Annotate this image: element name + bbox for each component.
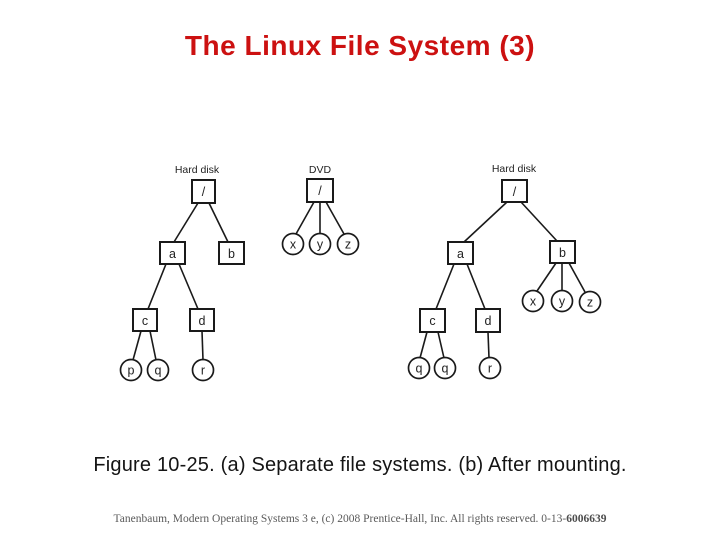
edge-d-r <box>487 331 490 359</box>
node-y-circle <box>550 289 574 313</box>
edge-a-c <box>147 263 167 310</box>
node-d-label: d <box>485 314 492 328</box>
figure-caption: Figure 10-25. (a) Separate file systems.… <box>93 454 627 476</box>
edge-b-z <box>568 262 586 293</box>
node-y-label: y <box>317 238 324 252</box>
edge-c-p <box>132 330 142 361</box>
node-c-box <box>132 308 158 332</box>
edge-a-c <box>435 263 455 310</box>
node-root-box <box>306 178 334 203</box>
node-b-box <box>218 241 245 265</box>
node-q1-label: q <box>416 362 423 376</box>
edge-root-b <box>208 202 229 243</box>
node-root-box <box>191 179 216 204</box>
node-c-box <box>419 308 446 333</box>
edge-root-x <box>295 201 315 235</box>
node-x-circle <box>281 232 305 256</box>
node-b-box <box>549 240 576 264</box>
edge-root-a <box>463 201 508 243</box>
node-a-box <box>159 241 186 265</box>
node-a-box <box>447 241 474 265</box>
node-y-circle <box>308 232 332 256</box>
node-r-label: r <box>488 362 492 376</box>
node-c-label: c <box>142 314 148 328</box>
edge-c-q <box>149 330 157 361</box>
node-root-label: / <box>513 185 517 199</box>
node-z-circle <box>336 232 360 256</box>
node-r-circle <box>478 356 502 380</box>
node-q2-circle <box>433 356 457 380</box>
edge-c-q2 <box>437 331 445 359</box>
node-x-label: x <box>530 295 537 309</box>
node-r-label: r <box>201 364 205 378</box>
tree-hard-disk-mounted: Hard disk / a b c d x y <box>407 163 602 380</box>
tree-title-dvd: DVD <box>309 164 332 176</box>
node-root-box <box>501 179 528 203</box>
tree-title-hard-disk: Hard disk <box>175 164 220 176</box>
copyright-text: Tanenbaum, Modern Operating Systems 3 e,… <box>113 513 567 525</box>
node-d-box <box>475 308 501 333</box>
node-a-label: a <box>457 247 464 261</box>
node-b-label: b <box>559 246 566 260</box>
node-d-label: d <box>199 314 206 328</box>
edge-d-r <box>201 330 204 361</box>
node-x-circle <box>521 289 545 313</box>
slide-title: The Linux File System (3) <box>184 30 536 61</box>
node-root-label: / <box>202 185 206 199</box>
node-root-label: / <box>318 184 322 198</box>
node-q2-label: q <box>442 362 449 376</box>
node-a-label: a <box>169 247 176 261</box>
edge-root-z <box>325 201 345 235</box>
node-q-circle <box>146 358 170 382</box>
node-q-label: q <box>155 364 162 378</box>
tree-dvd: DVD / x y z <box>281 164 360 256</box>
node-b-label: b <box>228 247 235 261</box>
node-p-circle <box>119 358 143 382</box>
copyright-footer: Tanenbaum, Modern Operating Systems 3 e,… <box>0 513 720 525</box>
tree-hard-disk-separate: Hard disk / a b c d p q r <box>119 164 245 382</box>
node-p-label: p <box>128 364 135 378</box>
node-c-label: c <box>429 314 435 328</box>
edge-root-a <box>173 202 199 243</box>
edge-root-b <box>520 201 558 242</box>
node-r-circle <box>191 358 215 382</box>
copyright-code: 6006639 <box>566 513 607 525</box>
node-q1-circle <box>407 356 431 380</box>
node-z-label: z <box>587 296 593 310</box>
edge-a-d <box>466 263 486 310</box>
node-y-label: y <box>559 295 566 309</box>
edge-a-d <box>178 263 199 310</box>
tree-title-hard-disk: Hard disk <box>492 163 537 175</box>
edge-b-x <box>536 262 557 292</box>
node-z-circle <box>578 290 602 314</box>
node-x-label: x <box>290 238 297 252</box>
node-z-label: z <box>345 238 351 252</box>
node-d-box <box>189 308 215 332</box>
edge-c-q1 <box>419 331 428 359</box>
